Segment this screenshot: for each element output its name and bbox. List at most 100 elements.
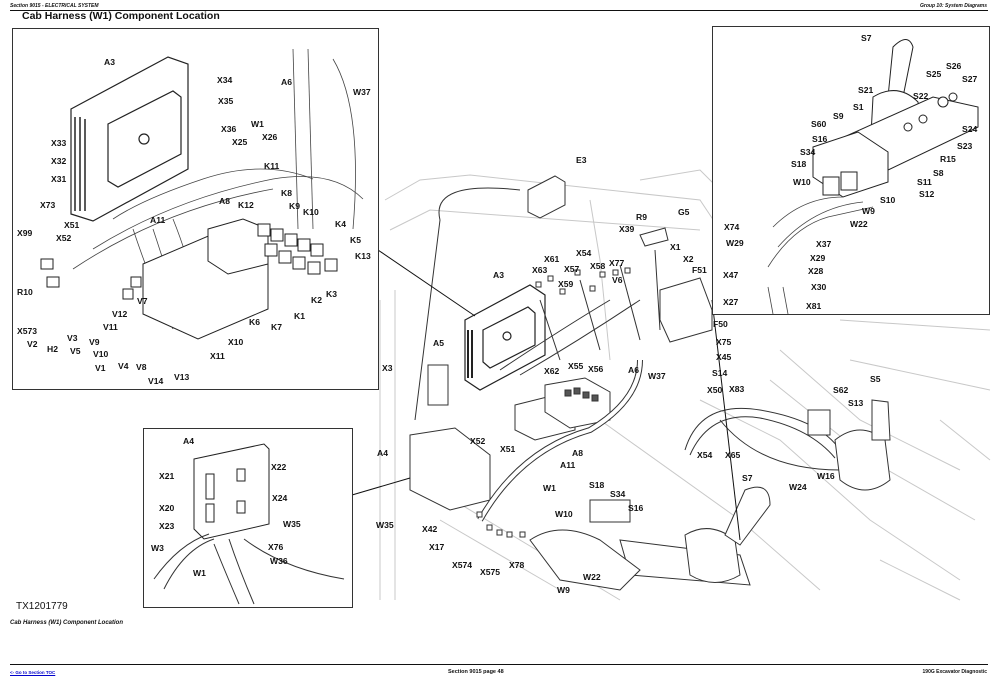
- component-label-v10: V10: [93, 349, 109, 359]
- component-label-s16: S16: [812, 134, 828, 144]
- component-label-x575: X575: [480, 567, 501, 577]
- inset-bottom-left: [143, 428, 353, 608]
- component-label-x74: X74: [724, 222, 740, 232]
- component-label-x20: X20: [159, 503, 175, 513]
- component-label-x81: X81: [806, 301, 822, 311]
- figure-id: TX1201779: [16, 601, 68, 612]
- component-label-x65: X65: [725, 450, 741, 460]
- component-label-x3: X3: [382, 363, 393, 373]
- component-label-k4: K4: [335, 219, 346, 229]
- component-label-s34: S34: [800, 147, 816, 157]
- component-label-s13: S13: [848, 398, 864, 408]
- component-label-k5: K5: [350, 235, 361, 245]
- component-label-x61: X61: [544, 254, 560, 264]
- component-label-w16: W16: [817, 471, 835, 481]
- inset-bottom-left-art: [153, 443, 345, 605]
- inset-top-right-art: [767, 39, 979, 314]
- section-toc-link[interactable]: <- Go to Section TOC: [10, 670, 56, 675]
- component-label-x52: X52: [56, 233, 72, 243]
- component-label-x76: X76: [268, 542, 284, 552]
- component-label-v1: V1: [95, 363, 106, 373]
- component-label-a3: A3: [493, 270, 504, 280]
- component-label-x17: X17: [429, 542, 445, 552]
- component-label-v5: V5: [70, 346, 81, 356]
- component-label-x77: X77: [609, 258, 625, 268]
- component-label-s25: S25: [926, 69, 942, 79]
- component-label-r15: R15: [940, 154, 956, 164]
- component-label-v13: V13: [174, 372, 190, 382]
- component-label-a6: A6: [281, 77, 292, 87]
- figure-caption: Cab Harness (W1) Component Location: [10, 620, 124, 626]
- component-label-w9: W9: [862, 206, 875, 216]
- component-label-k11: K11: [264, 161, 280, 171]
- inset-top-right: [712, 26, 990, 315]
- component-label-k10: K10: [303, 207, 319, 217]
- component-label-s18: S18: [791, 159, 807, 169]
- component-label-x35: X35: [218, 96, 234, 106]
- component-label-w35: W35: [283, 519, 301, 529]
- component-label-s9: S9: [833, 111, 844, 121]
- header-rule: [10, 10, 988, 11]
- component-label-s11: S11: [917, 177, 932, 187]
- component-label-s24: S24: [962, 124, 978, 134]
- component-label-x55: X55: [568, 361, 584, 371]
- component-label-a5: A5: [433, 338, 444, 348]
- component-label-s62: S62: [833, 385, 849, 395]
- component-label-k1: K1: [294, 311, 305, 321]
- component-label-k9: K9: [289, 201, 300, 211]
- component-label-x99: X99: [17, 228, 33, 238]
- component-label-r9: R9: [636, 212, 647, 222]
- component-label-f50: F50: [713, 319, 728, 329]
- component-label-v12: V12: [112, 309, 128, 319]
- component-label-x25: X25: [232, 137, 248, 147]
- component-label-x59: X59: [558, 279, 574, 289]
- group-header: Group 10: System Diagrams: [920, 3, 987, 9]
- component-label-x51: X51: [500, 444, 516, 454]
- component-label-k3: K3: [326, 289, 337, 299]
- component-label-v4: V4: [118, 361, 129, 371]
- component-label-w35: W35: [376, 520, 394, 530]
- component-label-v14: V14: [148, 376, 164, 386]
- component-label-s7: S7: [742, 473, 753, 483]
- component-label-x21: X21: [159, 471, 175, 481]
- component-label-s14: S14: [712, 368, 728, 378]
- component-label-x36: X36: [221, 124, 237, 134]
- component-label-w9: W9: [557, 585, 570, 595]
- component-label-x2: X2: [683, 254, 694, 264]
- component-label-x51: X51: [64, 220, 80, 230]
- manual-title: 190G Excavator Diagnostic: [922, 669, 987, 675]
- component-label-x78: X78: [509, 560, 525, 570]
- component-label-w22: W22: [583, 572, 601, 582]
- component-label-s34: S34: [610, 489, 626, 499]
- component-label-a6: A6: [628, 365, 639, 375]
- component-label-v7: V7: [137, 296, 148, 306]
- component-label-s26: S26: [946, 61, 962, 71]
- component-label-x574: X574: [452, 560, 473, 570]
- component-label-x63: X63: [532, 265, 548, 275]
- component-label-w37: W37: [353, 87, 371, 97]
- component-label-v9: V9: [89, 337, 100, 347]
- component-label-k7: K7: [271, 322, 282, 332]
- component-label-x54: X54: [697, 450, 713, 460]
- component-label-x26: X26: [262, 132, 278, 142]
- component-label-x62: X62: [544, 366, 560, 376]
- component-label-x34: X34: [217, 75, 233, 85]
- component-label-x58: X58: [590, 261, 606, 271]
- inset-top-left: [12, 28, 379, 390]
- component-label-w3: W3: [151, 543, 164, 553]
- component-label-w10: W10: [555, 509, 573, 519]
- component-label-f51: F51: [692, 265, 707, 275]
- component-label-w29: W29: [726, 238, 744, 248]
- component-label-x24: X24: [272, 493, 288, 503]
- component-label-a4: A4: [377, 448, 388, 458]
- component-label-x23: X23: [159, 521, 175, 531]
- section-header: Section 9015 - ELECTRICAL SYSTEM: [10, 3, 99, 9]
- component-label-x56: X56: [588, 364, 604, 374]
- component-label-s12: S12: [919, 189, 935, 199]
- component-label-x29: X29: [810, 253, 826, 263]
- component-label-s23: S23: [957, 141, 973, 151]
- page-number: Section 9015 page 48: [448, 669, 504, 675]
- component-label-x10: X10: [228, 337, 244, 347]
- component-label-w24: W24: [789, 482, 807, 492]
